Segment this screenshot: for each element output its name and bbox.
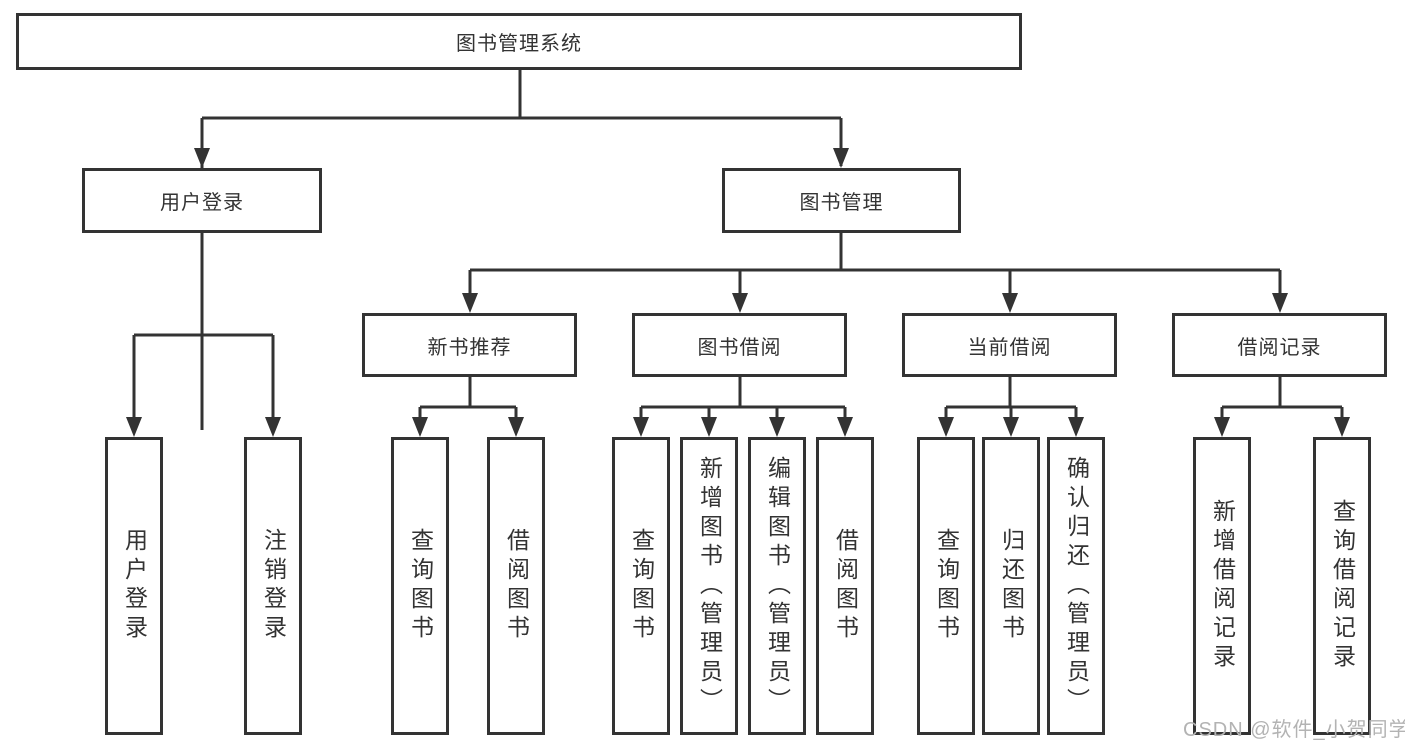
leaf-query-books-current: 查询图书 — [917, 437, 975, 735]
node-label: 图书管理 — [799, 192, 884, 214]
node-label: 当前借阅 — [967, 336, 1052, 359]
arrowheads — [126, 148, 1350, 437]
connector-borrow-to-leaves — [639, 377, 847, 430]
leaf-label: 查询图书 — [628, 528, 655, 644]
node-label: 图书借阅 — [697, 336, 782, 359]
node-current-borrowing: 当前借阅 — [902, 313, 1117, 377]
leaf-label: 确认归还（管理员） — [1063, 455, 1090, 717]
leaf-confirm-return-admin: 确认归还（管理员） — [1047, 437, 1105, 735]
leaf-edit-books-admin: 编辑图书（管理员） — [748, 437, 806, 735]
node-book-borrowing: 图书借阅 — [632, 313, 847, 377]
leaf-label: 查询图书 — [933, 528, 960, 644]
leaf-label: 归还图书 — [998, 528, 1025, 644]
leaf-label: 借阅图书 — [503, 528, 530, 644]
node-book-management: 图书管理 — [722, 168, 961, 233]
leaf-borrow-books-recommend: 借阅图书 — [487, 437, 545, 735]
leaf-label: 查询借阅记录 — [1329, 499, 1356, 673]
leaf-label: 用户登录 — [121, 528, 148, 644]
connector-newbook-to-leaves — [418, 377, 518, 430]
leaf-add-borrow-record: 新增借阅记录 — [1193, 437, 1251, 735]
leaf-logout: 注销登录 — [244, 437, 302, 735]
connector-records-to-leaves — [1220, 377, 1344, 430]
node-user-login: 用户登录 — [82, 168, 322, 233]
leaf-query-borrow-record: 查询借阅记录 — [1313, 437, 1371, 735]
leaf-label: 借阅图书 — [832, 528, 859, 644]
leaf-return-books: 归还图书 — [982, 437, 1040, 735]
node-borrowing-records: 借阅记录 — [1172, 313, 1387, 377]
leaf-query-books-borrowing: 查询图书 — [612, 437, 670, 735]
csdn-watermark: CSDN @软件_小贺同学 — [1183, 719, 1405, 741]
node-new-book-recommend: 新书推荐 — [362, 313, 577, 377]
node-root-system: 图书管理系统 — [16, 13, 1022, 70]
connector-root-to-level2 — [200, 70, 843, 430]
node-label: 图书管理系统 — [456, 33, 582, 55]
leaf-label: 编辑图书（管理员） — [764, 455, 791, 717]
connector-userlogin-to-leaves — [132, 233, 275, 430]
node-label: 用户登录 — [160, 192, 244, 214]
leaf-label: 新增借阅记录 — [1209, 499, 1236, 673]
leaf-label: 查询图书 — [407, 528, 434, 644]
node-label: 新书推荐 — [427, 336, 512, 359]
leaf-user-login: 用户登录 — [105, 437, 163, 735]
connector-bookmgmt-to-level3 — [468, 233, 1282, 306]
leaf-label: 新增图书（管理员） — [696, 455, 723, 717]
leaf-borrow-books: 借阅图书 — [816, 437, 874, 735]
node-label: 借阅记录 — [1237, 336, 1322, 359]
leaf-add-books-admin: 新增图书（管理员） — [680, 437, 738, 735]
leaf-label: 注销登录 — [260, 528, 287, 644]
leaf-query-books-recommend: 查询图书 — [391, 437, 449, 735]
